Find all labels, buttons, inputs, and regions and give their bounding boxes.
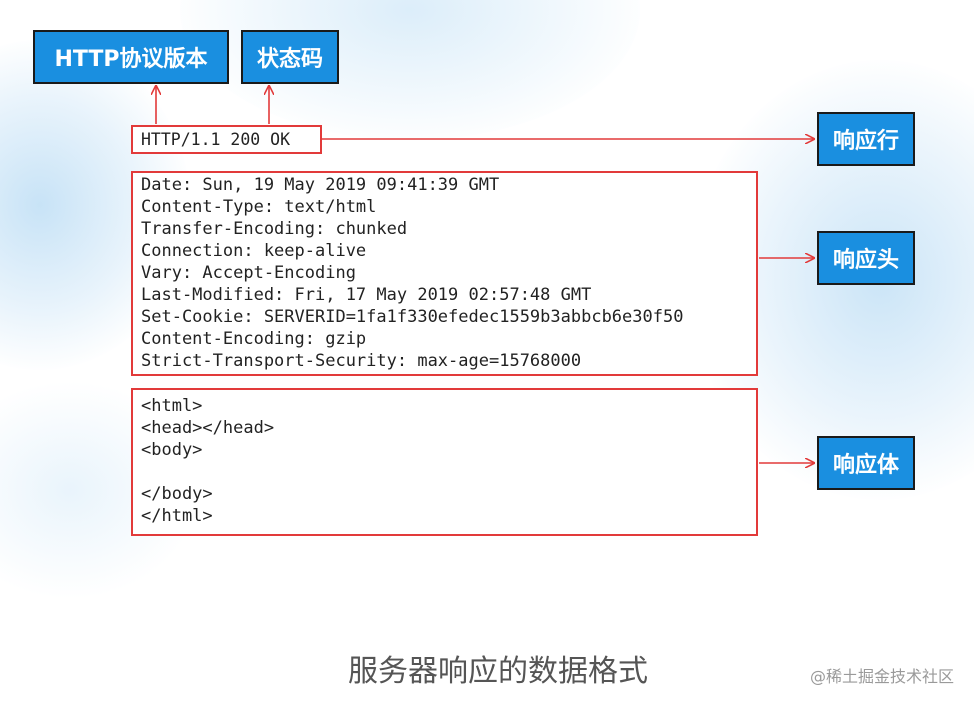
status-code-label: 状态码 <box>241 30 339 84</box>
response-body-frame: <html> <head></head> <body> </body> </ht… <box>131 388 758 536</box>
body-line: <head></head> <box>141 418 275 438</box>
response-header-frame: Date: Sun, 19 May 2019 09:41:39 GMT Cont… <box>131 171 758 376</box>
response-header-label-text: 响应头 <box>832 248 899 273</box>
body-line: </body> <box>141 484 213 504</box>
response-body-label-text: 响应体 <box>832 453 899 478</box>
body-line: <html> <box>141 396 203 416</box>
header-line: Last-Modified: Fri, 17 May 2019 02:57:48… <box>141 285 592 305</box>
header-line: Content-Type: text/html <box>141 197 377 217</box>
header-line: Content-Encoding: gzip <box>141 329 367 349</box>
response-line-label-text: 响应行 <box>832 129 899 154</box>
http-version-label-text: HTTP协议版本 <box>54 47 208 72</box>
http-version-label: HTTP协议版本 <box>33 30 229 84</box>
body-line: </html> <box>141 506 213 526</box>
header-line: Date: Sun, 19 May 2019 09:41:39 GMT <box>141 175 500 195</box>
site-watermark: @稀土掘金技术社区 <box>809 667 954 686</box>
header-line: Vary: Accept-Encoding <box>141 263 356 283</box>
response-line-frame: HTTP/1.1 200 OK <box>131 125 322 154</box>
response-body-label: 响应体 <box>817 436 915 490</box>
figure-caption: 服务器响应的数据格式 <box>348 654 648 689</box>
header-line: Connection: keep-alive <box>141 241 367 261</box>
status-code-label-text: 状态码 <box>256 47 323 72</box>
response-header-label: 响应头 <box>817 231 915 285</box>
header-line: Transfer-Encoding: chunked <box>141 219 408 239</box>
response-line-label: 响应行 <box>817 112 915 166</box>
header-line: Strict-Transport-Security: max-age=15768… <box>141 351 582 371</box>
body-line: <body> <box>141 440 203 460</box>
response-line-text: HTTP/1.1 200 OK <box>141 130 291 149</box>
header-line: Set-Cookie: SERVERID=1fa1f330efedec1559b… <box>141 307 684 327</box>
